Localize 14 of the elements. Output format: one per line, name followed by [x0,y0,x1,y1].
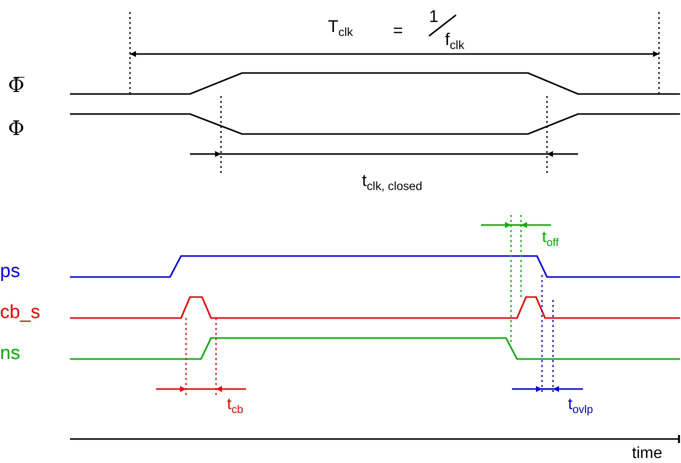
axis-label: time [632,446,662,462]
duration-label: t$_{clk, closed}$ [362,172,422,194]
duration-label: t$_{cb}$ [227,397,244,416]
signal-name: ns [0,344,20,363]
signal-name: Φ [8,118,24,138]
period-label: T$_{clk}$ [328,18,353,40]
signal-name: ps [0,262,20,281]
signal-name: Φ̅ [8,75,24,95]
numerator: 1 [429,8,438,25]
duration-label: t$_{off}$ [542,230,559,250]
equals-sign: = [393,22,403,39]
denominator: f$_{clk}$ [445,31,464,52]
duration-label: t$_{ovlp}$ [568,397,593,416]
signal-name: cb_s [0,303,40,322]
